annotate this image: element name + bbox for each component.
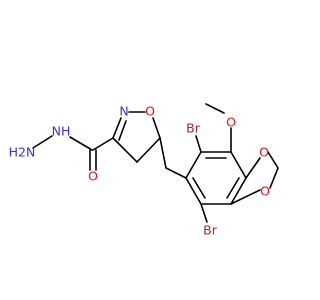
bond-ar1-ar2 [185,151,202,179]
atom-label-br-bottom: Br [203,223,218,238]
atom-label-carbonyl-o: O [88,169,98,184]
bond-ar4-o-top [245,157,261,179]
bond-n-n [32,135,53,149]
bond-ar3-ar4 [230,151,247,179]
bond-carbonyl-c3 [92,137,114,151]
bond-c3-n-double [118,120,127,141]
bond-ch2-o-bottom [269,167,279,189]
atom-label-ring-o: O [145,104,155,119]
bond-o-bottom-ar5 [230,189,261,205]
atom-label-br-top: Br [186,121,201,136]
label-layer: H2N NH O N O Br Br O O O [9,104,270,238]
bond-ch2-aryl [165,167,187,179]
bond-ar4-ar5-inner [226,177,240,199]
atom-label-dioxole-o-bottom: O [260,184,270,199]
atom-label-nh: NH [52,124,71,139]
atom-label-methoxy-o: O [226,115,236,130]
atom-label-nh2: H2N [9,145,36,160]
bond-c4-c3 [112,137,138,163]
bond-c5-ch2 [159,137,167,169]
bond-ar2-br [195,135,202,153]
atom-label-dioxole-o-top: O [259,145,269,160]
bond-o-c5 [152,117,161,139]
atom-label-ring-n: N [119,104,128,119]
bond-nh-carbonyl-c [69,136,93,151]
bond-c3-n [112,117,122,139]
bond-ome-o-ch3 [205,103,225,114]
bond-ar6-br [200,203,208,223]
bond-ar4-ar5 [230,177,247,205]
molecule-structure: H2N NH O N O Br Br O O O [9,103,279,238]
bond-ar6-ar1 [185,177,202,205]
bond-ar6-ar1-inner [192,177,206,199]
bond-layer [32,103,279,223]
bond-c5-c4 [136,137,161,163]
bond-o-top-ch2 [267,151,279,169]
